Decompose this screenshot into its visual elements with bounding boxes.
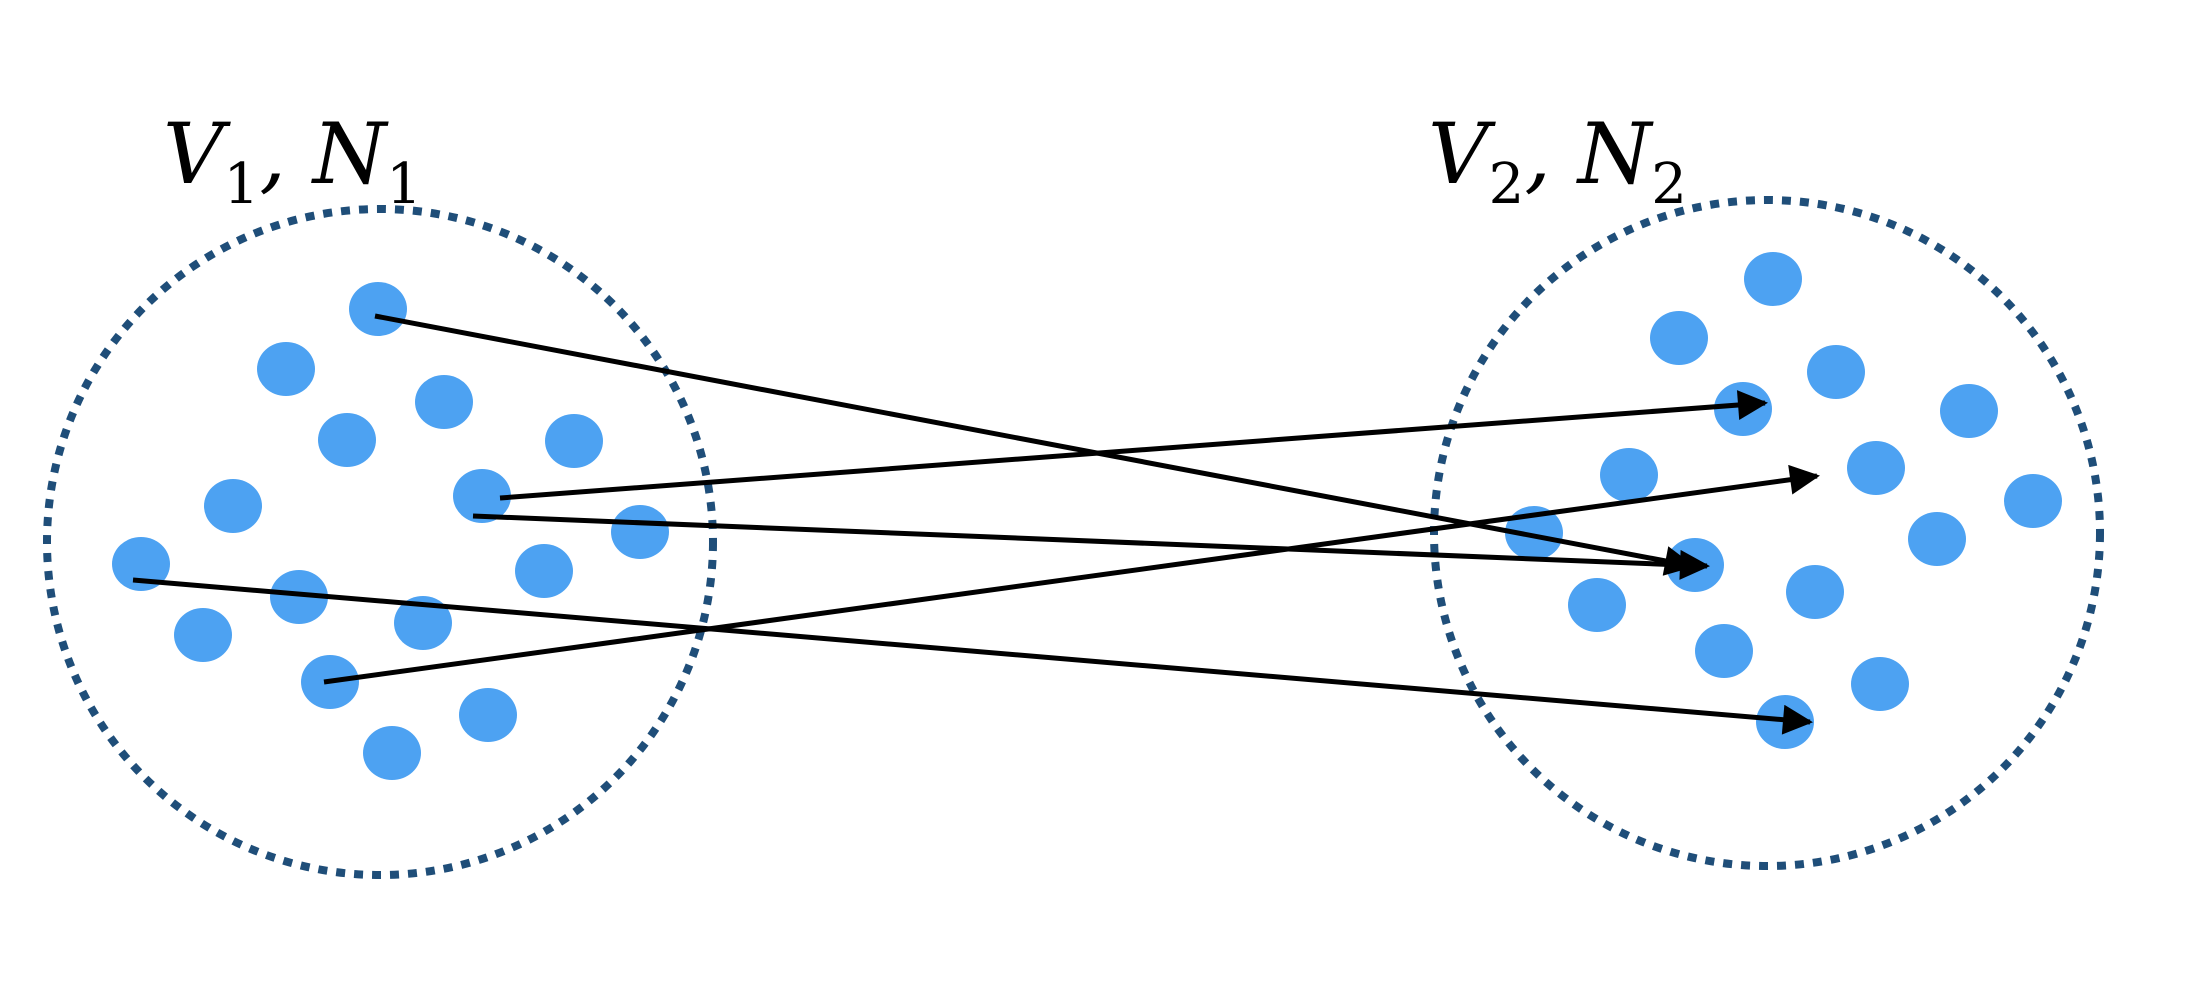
region-1-particle [459, 688, 517, 742]
region-2-particle [1714, 382, 1772, 436]
n2-symbol: N [1576, 105, 1654, 203]
v1-symbol: V [163, 105, 231, 203]
region-1-particle [453, 469, 511, 523]
region-1-particle [415, 375, 473, 429]
region-1-particle [112, 537, 170, 591]
exchange-arrow [499, 390, 1768, 501]
label-separator: , [1524, 105, 1577, 203]
region-2 [1430, 196, 2104, 870]
region-2-particle [1600, 448, 1658, 502]
region-1-particle [545, 414, 603, 468]
region-2-particle [1695, 624, 1753, 678]
exchange-arrow [374, 313, 1695, 576]
region-2-particle [1847, 441, 1905, 495]
region-1-particle [363, 726, 421, 780]
region-2-particle [2004, 474, 2062, 528]
label-separator: , [259, 105, 312, 203]
region-1 [43, 205, 717, 879]
region-1-particle [394, 596, 452, 650]
exchange-arrow [323, 464, 1820, 685]
exchange-arrows [132, 313, 1820, 735]
region-2-particle [1786, 565, 1844, 619]
v1-subscript: 1 [224, 152, 260, 217]
v2-symbol: V [1428, 105, 1496, 203]
exchange-arrow [472, 513, 1710, 580]
region-1-label: V1, N1 [163, 105, 422, 217]
n2-subscript: 2 [1651, 152, 1687, 217]
region-1-particle [270, 570, 328, 624]
region-2-label: V2, N2 [1428, 105, 1687, 217]
region-2-boundary [1430, 196, 2104, 870]
region-1-particle [318, 413, 376, 467]
region-1-particle [515, 544, 573, 598]
region-2-particle [1568, 578, 1626, 632]
region-1-particle [174, 608, 232, 662]
region-1-boundary [43, 205, 717, 879]
region-1-particle [611, 505, 669, 559]
v2-subscript: 2 [1489, 152, 1525, 217]
region-2-particle [1650, 311, 1708, 365]
region-2-particle [1908, 512, 1966, 566]
region-2-particle [1940, 384, 1998, 438]
region-2-particle [1851, 657, 1909, 711]
exchange-arrow [132, 577, 1813, 735]
region-1-particle [349, 282, 407, 336]
region-1-particles [112, 282, 669, 780]
region-1-particle [257, 342, 315, 396]
n1-symbol: N [311, 105, 389, 203]
region-1-particle [204, 479, 262, 533]
region-2-particle [1807, 345, 1865, 399]
region-2-particles [1505, 252, 2062, 749]
region-2-particle [1744, 252, 1802, 306]
